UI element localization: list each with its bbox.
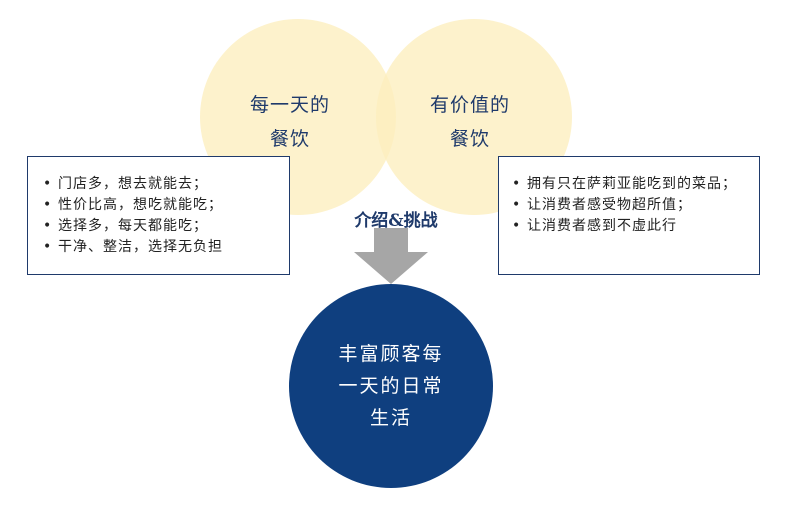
list-item: • 让消费者感受物超所值；: [509, 195, 749, 216]
list-item: • 干净、整洁，选择无负担: [40, 237, 279, 258]
list-item: • 让消费者感到不虚此行: [509, 216, 749, 237]
down-arrow-icon: [354, 228, 428, 284]
goal-circle: [289, 284, 493, 488]
challenge-title: 介绍&挑战: [354, 211, 438, 231]
venn-label-left-line2: 餐饮: [269, 128, 310, 150]
goal-label: 丰富顾客每 一天的日常 生活: [338, 343, 444, 429]
list-item-text: 门店多，想去就能去；: [58, 176, 208, 192]
down-arrow-shape: [354, 228, 428, 284]
right-list-box: • 拥有只在萨莉亚能吃到的菜品； • 让消费者感受物超所值； • 让消费者感到不虚此行: [498, 156, 760, 275]
venn-label-right: 有价值的 餐饮: [395, 88, 545, 156]
left-bullet-list: • 门店多，想去就能去； • 性价比高，想吃就能吃； • 选择多，每天都能吃； • 干净…: [40, 174, 279, 258]
list-item-text: 选择多，每天都能吃；: [58, 218, 208, 234]
right-bullet-list: • 拥有只在萨莉亚能吃到的菜品； • 让消费者感受物超所值； • 让消费者感到不虚此行: [509, 174, 749, 237]
list-item: • 选择多，每天都能吃；: [40, 216, 279, 237]
list-item-text: 拥有只在萨莉亚能吃到的菜品；: [527, 176, 737, 192]
list-item-text: 让消费者感受物超所值；: [527, 197, 692, 213]
venn-label-right-line1: 有价值的: [429, 94, 510, 116]
list-item-text: 让消费者感到不虚此行: [527, 218, 677, 234]
left-list-box: • 门店多，想去就能去； • 性价比高，想吃就能吃； • 选择多，每天都能吃； • 干净…: [27, 156, 290, 275]
list-item: • 门店多，想去就能去；: [40, 174, 279, 195]
bullet-icon: •: [43, 239, 53, 255]
venn-label-left-line1: 每一天的: [249, 94, 330, 116]
list-item-text: 干净、整洁，选择无负担: [58, 239, 223, 255]
bullet-icon: •: [43, 176, 53, 192]
bullet-icon: •: [512, 218, 522, 234]
venn-label-left: 每一天的 餐饮: [215, 88, 365, 156]
list-item: • 拥有只在萨莉亚能吃到的菜品；: [509, 174, 749, 195]
bullet-icon: •: [512, 176, 522, 192]
bullet-icon: •: [512, 197, 522, 213]
list-item: • 性价比高，想吃就能吃；: [40, 195, 279, 216]
venn-label-right-line2: 餐饮: [449, 128, 490, 150]
bullet-icon: •: [43, 197, 53, 213]
bullet-icon: •: [43, 218, 53, 234]
list-item-text: 性价比高，想吃就能吃；: [58, 197, 223, 213]
